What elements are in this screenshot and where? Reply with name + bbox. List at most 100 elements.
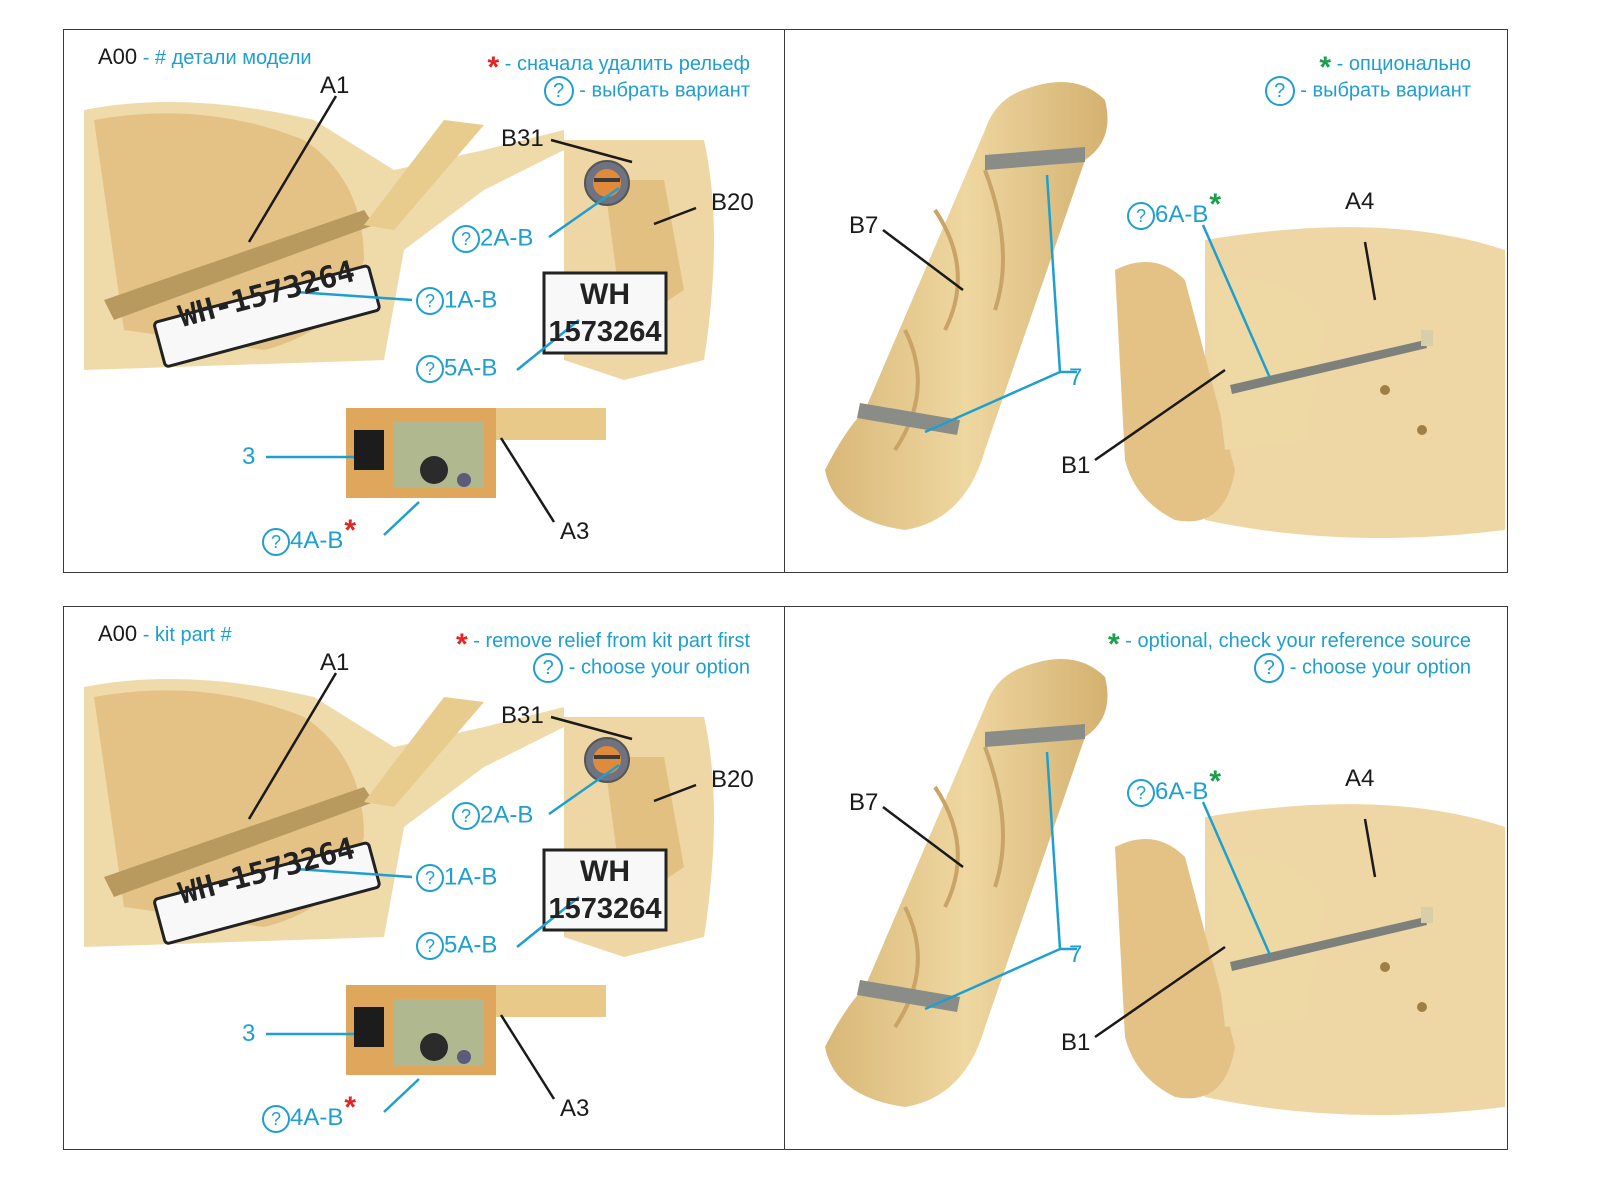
label-b31: B31 <box>501 702 544 729</box>
optional-note: - optional, check your reference source <box>1119 630 1471 652</box>
license-plate-square <box>542 271 668 355</box>
asterisk-icon: * <box>344 1091 357 1124</box>
leader-lines-black <box>882 806 1377 1039</box>
label-2ab-text: 2A-B <box>480 801 534 829</box>
relief-legend: * - remove relief from kit part first <box>456 623 750 660</box>
part-code: A00 <box>98 44 138 69</box>
label-4ab: ?4A-B* <box>262 516 356 556</box>
plate-square-top: WH <box>580 855 630 888</box>
resin-b1 <box>1115 839 1235 1099</box>
optional-legend: * - опционально <box>1319 46 1471 83</box>
label-6ab: ?6A-B* <box>1127 190 1221 230</box>
strap-top <box>985 147 1085 170</box>
part-code: A00 <box>98 621 138 646</box>
asterisk-icon: * <box>1209 188 1222 221</box>
label-7: 7 <box>1069 941 1083 968</box>
part-desc: - kit part # <box>137 624 232 646</box>
label-a1: A1 <box>320 72 350 99</box>
hole-2 <box>1417 425 1427 435</box>
resin-rail <box>364 697 484 807</box>
leader-lines-black <box>247 95 697 523</box>
sack-folds <box>893 169 1005 452</box>
question-circle-icon: ? <box>1127 201 1155 230</box>
panel-en-right-drawing <box>825 659 1505 1115</box>
hole-1 <box>1380 385 1390 395</box>
question-circle-icon: ? <box>1254 653 1285 683</box>
plate-square-bottom: 1573264 <box>548 893 662 925</box>
label-4ab-text: 4A-B <box>290 1104 344 1131</box>
leader-lines-cyan <box>266 186 620 536</box>
label-6ab-text: 6A-B <box>1155 201 1209 228</box>
label-b31: B31 <box>501 125 544 152</box>
label-b20: B20 <box>711 189 754 216</box>
label-1ab: ?1A-B <box>416 864 497 892</box>
question-circle-icon: ? <box>452 225 480 253</box>
part-3-gauge <box>354 430 384 470</box>
headlight-slit <box>594 178 620 182</box>
question-circle-icon: ? <box>452 802 480 830</box>
choose-legend: ? - choose your option <box>533 653 750 683</box>
leader-lines-cyan <box>924 751 1272 1011</box>
strap-6ab <box>1230 340 1427 394</box>
label-4ab: ?4A-B* <box>262 1093 356 1133</box>
label-b20: B20 <box>711 766 754 793</box>
asterisk-icon: * <box>344 514 357 547</box>
label-6ab: ?6A-B* <box>1127 767 1221 807</box>
optional-legend: * - optional, check your reference sourc… <box>1108 623 1471 660</box>
resin-b1 <box>1115 262 1235 522</box>
license-plate-long <box>153 841 381 945</box>
strap-tip <box>1421 330 1433 346</box>
label-1ab: ?1A-B <box>416 287 497 315</box>
panel-ru-right-drawing <box>825 82 1505 538</box>
panel-en-left-drawing <box>84 672 714 1113</box>
question-circle-icon: ? <box>543 76 574 106</box>
resin-rail <box>364 120 484 230</box>
label-1ab-text: 1A-B <box>444 863 498 891</box>
strap-6ab <box>1230 917 1427 971</box>
label-6ab-text: 6A-B <box>1155 778 1209 805</box>
choose-legend: ? - choose your option <box>1254 653 1471 683</box>
relief-note: - remove relief from kit part first <box>467 630 750 652</box>
label-b7: B7 <box>849 212 879 239</box>
sack-folds <box>893 746 1005 1029</box>
asterisk-icon: * <box>1319 51 1332 84</box>
label-5ab-text: 5A-B <box>444 931 498 959</box>
question-circle-icon: ? <box>416 287 444 315</box>
label-1ab-text: 1A-B <box>444 286 498 314</box>
question-circle-icon: ? <box>416 355 444 383</box>
question-circle-icon: ? <box>416 932 444 960</box>
label-a4: A4 <box>1345 765 1375 792</box>
question-circle-icon: ? <box>262 1104 290 1133</box>
optional-note: - опционально <box>1331 53 1471 75</box>
leader-lines-black <box>247 672 697 1100</box>
asterisk-icon: * <box>487 51 500 84</box>
question-circle-icon: ? <box>533 653 564 683</box>
label-4ab-text: 4A-B <box>290 527 344 554</box>
choose-note: - choose your option <box>1284 656 1471 679</box>
label-a1: A1 <box>320 649 350 676</box>
label-b1: B1 <box>1061 452 1091 479</box>
headlight-lens <box>593 746 621 774</box>
label-2ab: ?2A-B <box>452 802 533 830</box>
panel-ru-left-drawing <box>84 95 714 536</box>
label-b7: B7 <box>849 789 879 816</box>
dial-small <box>457 1050 471 1064</box>
relief-note: - сначала удалить рельеф <box>499 53 750 75</box>
plate-square-bottom: 1573264 <box>548 316 662 348</box>
question-circle-icon: ? <box>416 864 444 892</box>
label-3: 3 <box>242 443 256 470</box>
headlight-slit <box>594 755 620 759</box>
asterisk-icon: * <box>456 628 468 661</box>
label-a3: A3 <box>560 518 590 545</box>
strap-tip <box>1421 907 1433 923</box>
question-circle-icon: ? <box>1127 778 1155 807</box>
choose-note: - выбрать вариант <box>1294 79 1471 102</box>
label-2ab: ?2A-B <box>452 225 533 253</box>
plate-slot <box>104 210 374 320</box>
choose-legend: ? - выбрать вариант <box>1264 76 1471 106</box>
leader-lines-black <box>882 229 1377 462</box>
label-3: 3 <box>242 1020 256 1047</box>
leader-lines-cyan <box>266 763 620 1113</box>
panel-en-left: A00 - kit part # * - remove relief from … <box>63 606 787 1150</box>
part-legend: A00 - # детали модели <box>98 44 312 69</box>
